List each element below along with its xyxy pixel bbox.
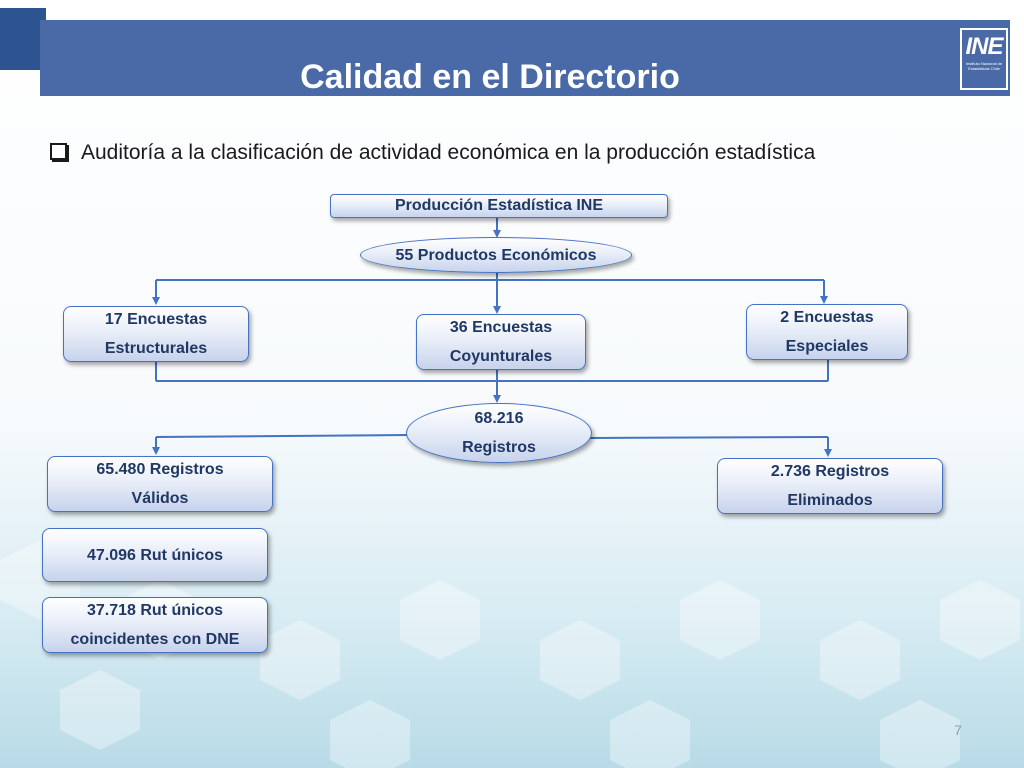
node-produccion-estadistica: Producción Estadística INE: [330, 194, 668, 218]
logo-mark: INE: [965, 33, 1003, 60]
node-encuestas-coyunturales: 36 Encuestas Coyunturales: [416, 314, 586, 370]
bullet-text: Auditoría a la clasificación de activida…: [81, 141, 816, 164]
checkbox-bullet-icon: [50, 143, 67, 160]
node-rut-coincidentes-dne: 37.718 Rut únicos coincidentes con DNE: [42, 597, 268, 653]
node-encuestas-estructurales: 17 Encuestas Estructurales: [63, 306, 249, 362]
node-registros-total: 68.216 Registros: [406, 403, 592, 463]
node-rut-unicos: 47.096 Rut únicos: [42, 528, 268, 582]
ine-logo: INE Instituto Nacional de Estadísticas C…: [960, 28, 1008, 90]
slide-title: Calidad en el Directorio: [300, 58, 680, 96]
connector-registros-left: [155, 434, 409, 438]
left-accent-block: [0, 8, 46, 70]
bullet-item: Auditoría a la clasificación de activida…: [50, 138, 1010, 168]
connector-registros-right: [589, 436, 829, 439]
header-bar: [40, 20, 1010, 96]
node-productos-economicos: 55 Productos Económicos: [360, 237, 632, 273]
node-registros-eliminados: 2.736 Registros Eliminados: [717, 458, 943, 514]
logo-text: Instituto Nacional de Estadísticas Chile: [965, 61, 1003, 71]
page-number: 7: [954, 722, 962, 738]
node-registros-validos: 65.480 Registros Válidos: [47, 456, 273, 512]
node-encuestas-especiales: 2 Encuestas Especiales: [746, 304, 908, 360]
